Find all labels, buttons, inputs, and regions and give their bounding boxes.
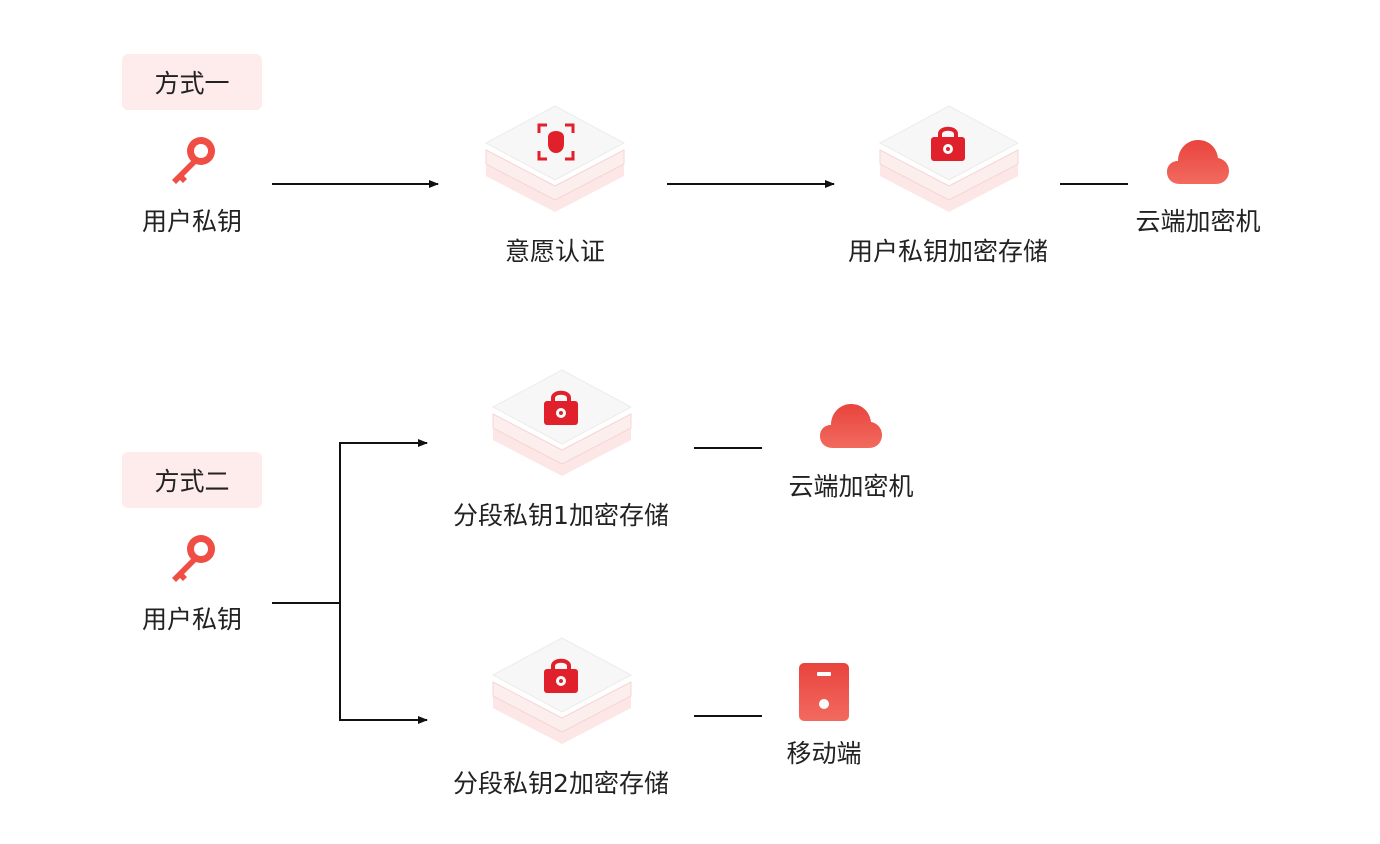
intent-auth-label: 意愿认证 — [504, 237, 606, 266]
method1-private-key-label: 用户私钥 — [141, 207, 243, 236]
segment1-storage-label: 分段私钥1加密存储 — [453, 501, 669, 530]
lock-icon — [931, 126, 965, 161]
method2-private-key-label: 用户私钥 — [141, 605, 243, 634]
key-icon — [172, 137, 215, 184]
method2-cloud-hsm-label: 云端加密机 — [788, 472, 914, 501]
cloud-icon — [820, 404, 882, 448]
face-recognition-icon — [537, 123, 575, 161]
arrow-to-segment1 — [339, 439, 428, 603]
lock-icon — [544, 658, 578, 693]
mobile-device-icon — [799, 663, 849, 721]
mobile-label: 移动端 — [786, 739, 862, 768]
key-icon — [172, 535, 215, 582]
cloud-hsm-label: 云端加密机 — [1135, 207, 1261, 236]
encrypted-storage-label: 用户私钥加密存储 — [847, 237, 1049, 266]
arrow-to-segment2 — [339, 603, 428, 724]
segment2-storage-label: 分段私钥2加密存储 — [453, 769, 669, 798]
cloud-icon — [1167, 140, 1229, 184]
lock-icon — [544, 390, 578, 425]
method1-badge: 方式一 — [122, 54, 262, 110]
method2-badge: 方式二 — [122, 452, 262, 508]
